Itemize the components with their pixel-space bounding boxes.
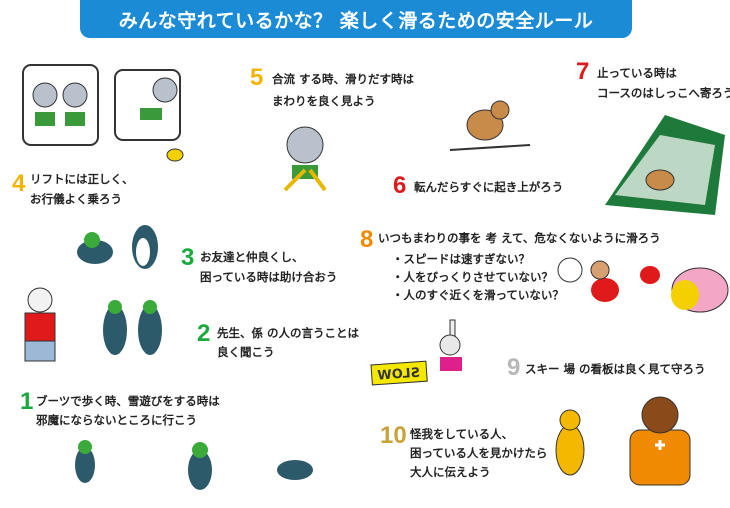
rule-number: 1 <box>20 388 34 415</box>
koala-skier-illustration <box>283 126 327 192</box>
rule-text: 邪魔にならないところに行こう <box>36 413 197 427</box>
rule-text: コースのはしっこへ寄ろう <box>597 86 730 100</box>
collision-illustration <box>557 257 729 313</box>
rule-number: 3 <box>181 244 195 271</box>
rule-number: 5 <box>250 64 264 91</box>
rule-text: 大人に伝えよう <box>410 465 491 479</box>
rule-text: まわりを良く見よう <box>272 94 376 108</box>
rule-bullet: ・人をびっくりさせていない？ <box>392 270 553 284</box>
rule-bullet: ・人のすぐ近くを滑っていない？ <box>392 288 564 302</box>
chairlift-illustration <box>22 64 184 162</box>
rule-number: 2 <box>197 320 211 347</box>
rule-text: 良く聞こう <box>217 345 275 359</box>
poster-title: みんな守れているかな？ 楽しく滑るための安全ルール <box>80 0 632 38</box>
rule-number: 4 <box>12 170 26 197</box>
rule-text: お友達と仲良くし、 <box>200 250 304 264</box>
rule-text: 止っている時は <box>597 66 677 80</box>
squirrel-skier-illustration <box>449 100 531 151</box>
rule-text: 合流 する時、滑りだす時は <box>272 72 415 86</box>
rule-bullet: ・スピードは速すぎない？ <box>392 252 530 266</box>
rule-number: 8 <box>360 226 374 253</box>
rule-text: 転んだらすぐに起き上がろう <box>414 180 564 194</box>
penguins-helping-illustration <box>77 225 158 269</box>
rule-number: 7 <box>576 58 590 85</box>
teacher-and-penguins-illustration <box>24 287 162 362</box>
rule-text: 困っている人を見かけたら <box>410 446 548 460</box>
rule-text: 怪我をしている人、 <box>410 427 514 441</box>
rule-text: ブーツで歩く時、雪遊びをする時は <box>36 394 220 408</box>
rule-text: リフトには正しく、 <box>30 172 134 186</box>
rule-number: 10 <box>380 422 407 449</box>
leopard-and-cow-illustration <box>555 396 691 486</box>
snowy-tree-illustration <box>605 115 725 215</box>
svg-text:SLOW: SLOW <box>377 366 421 384</box>
rabbit-and-slow-sign-illustration: SLOW <box>370 319 462 386</box>
rule-text: 先生、係 の人の言うことは <box>217 326 360 340</box>
walking-in-boots-illustration <box>75 440 313 490</box>
rule-text: お行儀よく乗ろう <box>30 192 122 206</box>
rule-text: スキー 場 の看板は良く見て守ろう <box>525 362 706 376</box>
rule-number: 9 <box>507 354 521 381</box>
slow-sign: SLOW <box>370 360 428 386</box>
rule-text: いつもまわりの事を 考 えて、危なくないように滑ろう <box>378 231 661 245</box>
rule-text: 困っている時は助け合おう <box>200 270 338 284</box>
rule-number: 6 <box>393 172 407 199</box>
